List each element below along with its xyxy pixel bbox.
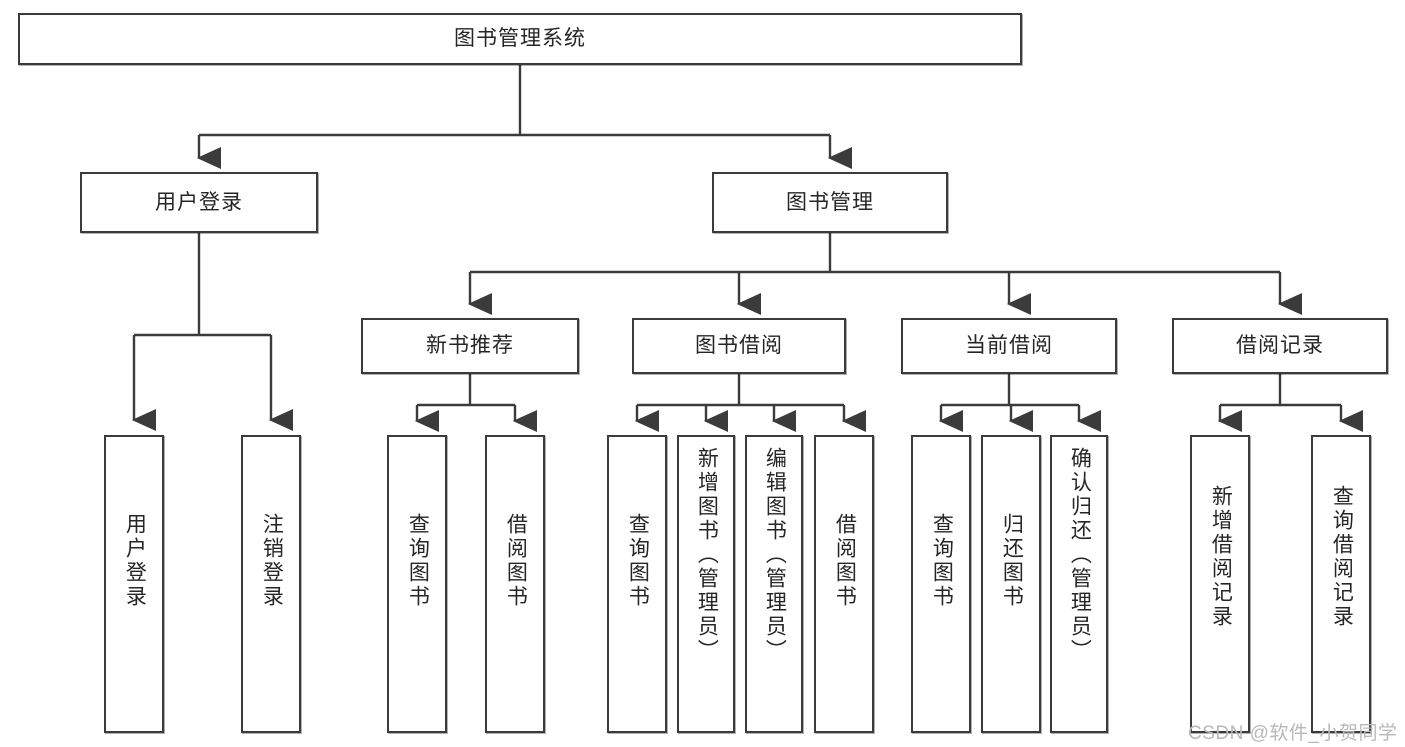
node-borrow-record-label: 借阅记录 <box>1236 334 1324 358</box>
node-leaf-query-book-3[interactable]: 查询图书 <box>911 435 971 733</box>
node-leaf-logout-login[interactable]: 注销登录 <box>241 435 301 733</box>
node-leaf-borrow-book-1[interactable]: 借阅图书 <box>485 435 545 733</box>
watermark: CSDN @软件_小贺同学 <box>1188 723 1398 744</box>
node-leaf-borrow-book-2-label: 借阅图书 <box>833 513 857 609</box>
node-leaf-query-book-3-label: 查询图书 <box>930 513 954 609</box>
node-current-borrow-label: 当前借阅 <box>965 334 1053 358</box>
node-leaf-return-book[interactable]: 归还图书 <box>981 435 1041 733</box>
node-book-manage-label: 图书管理 <box>786 190 874 214</box>
node-leaf-confirm-return-admin-label: 确认归还（管理员） <box>1068 447 1092 663</box>
node-new-book-recommend[interactable]: 新书推荐 <box>361 318 579 374</box>
node-root[interactable]: 图书管理系统 <box>18 13 1022 65</box>
node-book-manage[interactable]: 图书管理 <box>712 172 948 233</box>
node-leaf-logout-login-label: 注销登录 <box>260 513 284 609</box>
node-leaf-add-book-admin-label: 新增图书（管理员） <box>695 447 719 663</box>
node-root-label: 图书管理系统 <box>454 27 586 51</box>
node-leaf-edit-book-admin[interactable]: 编辑图书（管理员） <box>745 435 803 733</box>
node-leaf-borrow-book-2[interactable]: 借阅图书 <box>814 435 874 733</box>
node-leaf-query-book-2[interactable]: 查询图书 <box>607 435 667 733</box>
node-leaf-user-login[interactable]: 用户登录 <box>104 435 164 733</box>
node-user-login[interactable]: 用户登录 <box>80 172 318 233</box>
node-new-book-recommend-label: 新书推荐 <box>426 334 514 358</box>
node-leaf-confirm-return-admin[interactable]: 确认归还（管理员） <box>1050 435 1108 733</box>
node-leaf-add-book-admin[interactable]: 新增图书（管理员） <box>677 435 735 733</box>
node-borrow-record[interactable]: 借阅记录 <box>1172 318 1388 374</box>
node-leaf-query-borrow-record[interactable]: 查询借阅记录 <box>1311 435 1371 733</box>
node-leaf-user-login-label: 用户登录 <box>123 513 147 609</box>
node-leaf-edit-book-admin-label: 编辑图书（管理员） <box>763 447 787 663</box>
node-leaf-query-borrow-record-label: 查询借阅记录 <box>1330 485 1354 629</box>
node-leaf-add-borrow-record-label: 新增借阅记录 <box>1209 485 1233 629</box>
node-user-login-label: 用户登录 <box>155 190 243 214</box>
node-leaf-add-borrow-record[interactable]: 新增借阅记录 <box>1190 435 1250 733</box>
node-leaf-query-book-2-label: 查询图书 <box>626 513 650 609</box>
node-leaf-query-book-1-label: 查询图书 <box>406 513 430 609</box>
node-book-borrow-label: 图书借阅 <box>695 334 783 358</box>
node-current-borrow[interactable]: 当前借阅 <box>901 318 1117 374</box>
node-leaf-query-book-1[interactable]: 查询图书 <box>387 435 447 733</box>
node-leaf-return-book-label: 归还图书 <box>1000 513 1024 609</box>
node-book-borrow[interactable]: 图书借阅 <box>632 318 846 374</box>
node-leaf-borrow-book-1-label: 借阅图书 <box>504 513 528 609</box>
